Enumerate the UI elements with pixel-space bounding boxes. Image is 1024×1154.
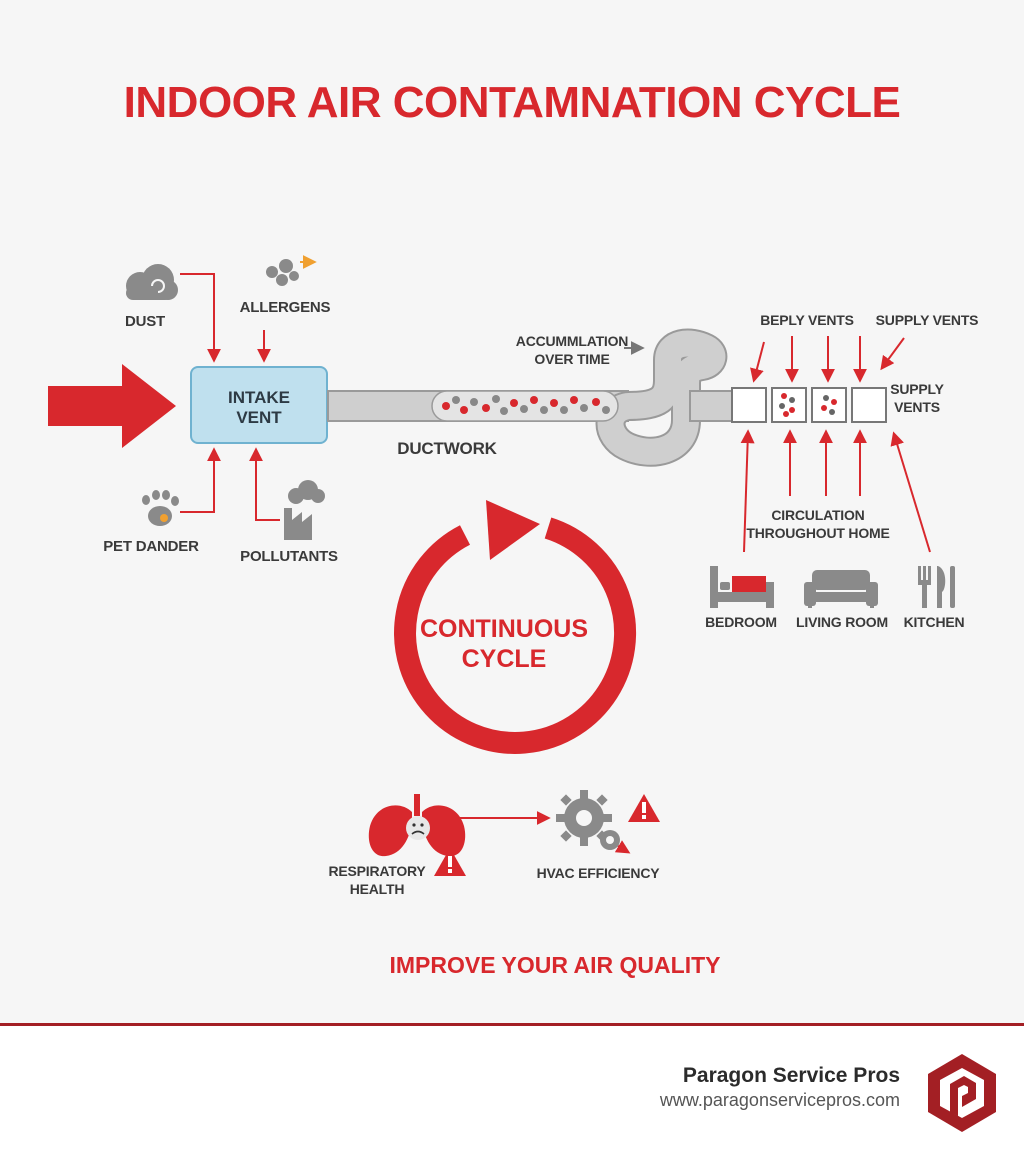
ductwork-label: DUCTWORK <box>397 439 497 458</box>
dust-cloud-icon <box>126 264 178 300</box>
dust-label: DUST <box>124 313 166 330</box>
lungs-icon <box>368 794 466 857</box>
respiratory-health-label: RESPIRATORY HEALTH <box>328 863 426 897</box>
footer-divider <box>0 1023 1024 1026</box>
pollutants-arrow <box>249 447 280 521</box>
allergen-particles-icon <box>266 255 317 286</box>
allergens-label: ALLERGENS <box>239 299 331 316</box>
supply-vents-side-label: SUPPLY VENTS <box>890 381 944 415</box>
sofa-icon <box>804 570 878 608</box>
cta-text: IMPROVE YOUR AIR QUALITY <box>389 952 721 978</box>
factory-icon <box>284 480 325 540</box>
circulation-label: CIRCULATION THROUGHOUT HOME <box>746 507 890 541</box>
ductwork-pipe <box>327 328 733 467</box>
bedroom-label: BEDROOM <box>705 614 777 630</box>
cycle-ring <box>394 500 637 754</box>
circulation-arrows <box>740 429 931 553</box>
bed-icon <box>710 566 774 608</box>
supply-vents-top-label: SUPPLY VENTS <box>875 312 979 328</box>
continuous-cycle-label: CONTINUOUS CYCLE <box>419 615 589 673</box>
beply-vents-label: BEPLY VENTS <box>760 312 854 328</box>
accumulated-particles <box>442 395 610 415</box>
paw-icon <box>142 490 179 526</box>
intake-vent-label: INTAKE VENT <box>227 388 290 427</box>
intake-vent-box <box>190 366 328 444</box>
brand-name: Paragon Service Pros <box>682 1064 900 1087</box>
accumulation-label: ACCUMMLATION OVER TIME <box>515 333 629 367</box>
warning-icon <box>628 794 660 822</box>
hvac-efficiency-label: HVAC EFFICIENCY <box>536 865 660 881</box>
top-vent-arrows <box>750 336 905 383</box>
dust-arrow <box>180 273 221 363</box>
footer <box>0 1026 1024 1154</box>
brand-url[interactable]: www.paragonservicepros.com <box>659 1090 900 1110</box>
inflow-arrow <box>48 364 176 448</box>
pollutants-label: POLLUTANTS <box>240 548 338 565</box>
paragon-logo <box>928 1054 996 1132</box>
living-room-label: LIVING ROOM <box>796 614 888 630</box>
kitchen-label: KITCHEN <box>903 614 965 630</box>
warning-icon <box>434 848 466 876</box>
gears-icon <box>556 790 631 854</box>
utensils-icon <box>918 566 955 608</box>
vent-boxes <box>731 387 887 423</box>
page-title: INDOOR AIR CONTAMNATION CYCLE <box>123 78 901 127</box>
pet-dander-arrow <box>180 447 221 513</box>
pet-dander-label: PET DANDER <box>103 538 199 555</box>
